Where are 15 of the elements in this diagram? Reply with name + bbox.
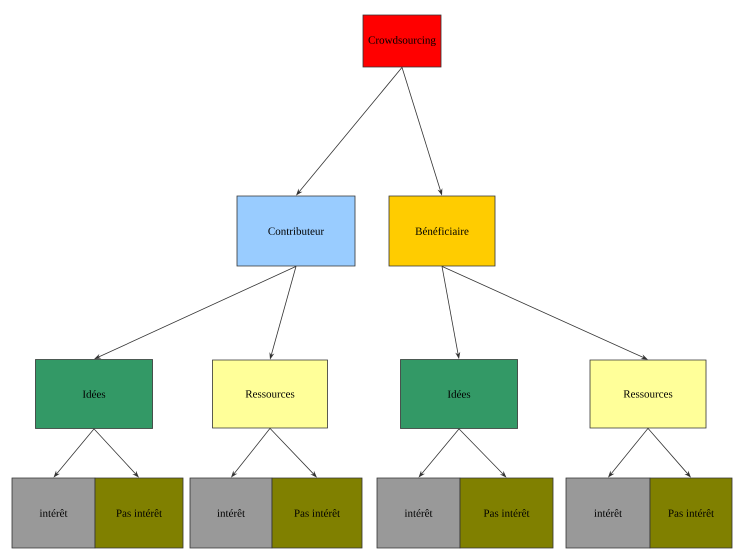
subcategory-box: Ressources — [212, 360, 328, 428]
leaf-box: intérêt — [376, 478, 460, 548]
category-box: Bénéficiaire — [388, 196, 496, 266]
leaf-box: Pas intérêt — [94, 478, 184, 548]
subcategory-box: Idées — [35, 359, 153, 429]
subcategory-box: Ressources — [590, 360, 706, 428]
subcategory-box: Idées — [400, 359, 518, 429]
category-box: Contributeur — [236, 196, 356, 266]
root-box: Crowdsourcing — [362, 14, 442, 68]
leaf-box: Pas intérêt — [460, 478, 554, 548]
leaf-box: Pas intérêt — [272, 478, 362, 548]
leaf-box: intérêt — [12, 478, 96, 548]
leaf-box: Pas intérêt — [650, 478, 732, 548]
leaf-box: intérêt — [190, 478, 272, 548]
leaf-box: intérêt — [566, 478, 650, 548]
